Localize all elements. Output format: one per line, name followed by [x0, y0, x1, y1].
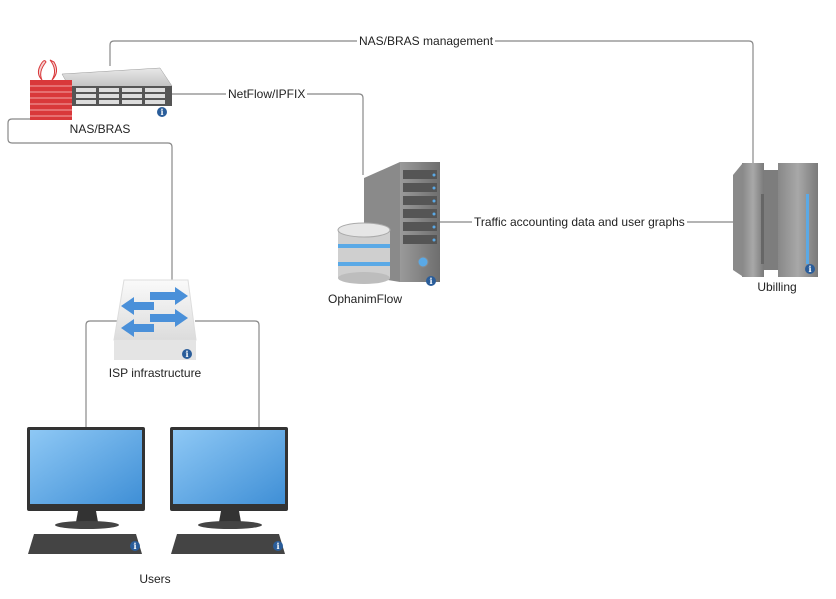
info-icon[interactable]: i	[182, 349, 192, 359]
node-label-users: Users	[139, 572, 171, 586]
edge-label-netflow: NetFlow/IPFIX	[226, 87, 308, 101]
edge-user2	[195, 320, 260, 430]
nas-bras-node[interactable]	[30, 59, 173, 120]
info-icon[interactable]: i	[157, 107, 167, 117]
node-label-nas-bras: NAS/BRAS	[69, 122, 131, 136]
info-icon[interactable]: i	[426, 276, 436, 286]
ubilling-node[interactable]	[733, 163, 818, 277]
workstation-1[interactable]	[27, 427, 145, 554]
node-label-ubilling: Ubilling	[757, 280, 797, 294]
edge-management	[109, 40, 754, 165]
edge-label-traffic: Traffic accounting data and user graphs	[472, 215, 687, 229]
ophanimflow-node[interactable]	[337, 162, 440, 284]
info-icon[interactable]: i	[130, 541, 140, 551]
edge-uplink	[7, 118, 173, 280]
info-icon[interactable]: i	[273, 541, 283, 551]
database-icon	[337, 222, 391, 284]
workstation-2[interactable]	[170, 427, 288, 554]
node-label-isp-infrastructure: ISP infrastructure	[108, 366, 202, 380]
edge-user1	[85, 320, 118, 430]
firewall-icon	[30, 59, 72, 120]
edge-netflow	[172, 93, 364, 175]
info-icon[interactable]: i	[805, 264, 815, 274]
node-label-ophanimflow: OphanimFlow	[327, 292, 403, 306]
isp-infrastructure-node[interactable]	[113, 279, 197, 360]
edge-label-management: NAS/BRAS management	[357, 34, 496, 48]
